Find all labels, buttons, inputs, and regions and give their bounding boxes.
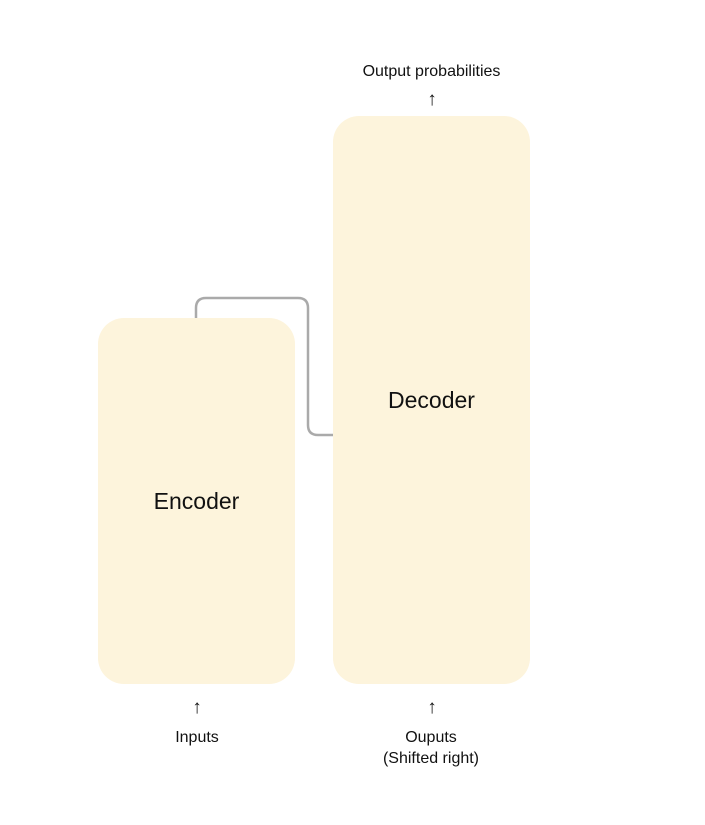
outputs-arrow-icon: ↑	[427, 697, 437, 718]
inputs-label: Inputs	[175, 729, 219, 746]
inputs-arrow-icon: ↑	[192, 697, 202, 718]
outputs-label-line2: (Shifted right)	[382, 750, 480, 767]
outputs-label-line1: Ouputs	[405, 729, 457, 746]
output-probabilities-label: Output probabilities	[362, 63, 501, 80]
outputs-shifted-label: Ouputs (Shifted right)	[356, 727, 506, 769]
encoder-block: Encoder	[98, 318, 295, 684]
output-arrow-icon: ↑	[427, 89, 437, 110]
decoder-label: Decoder	[388, 387, 475, 413]
encoder-label: Encoder	[153, 488, 240, 514]
decoder-block: Decoder	[333, 116, 530, 684]
